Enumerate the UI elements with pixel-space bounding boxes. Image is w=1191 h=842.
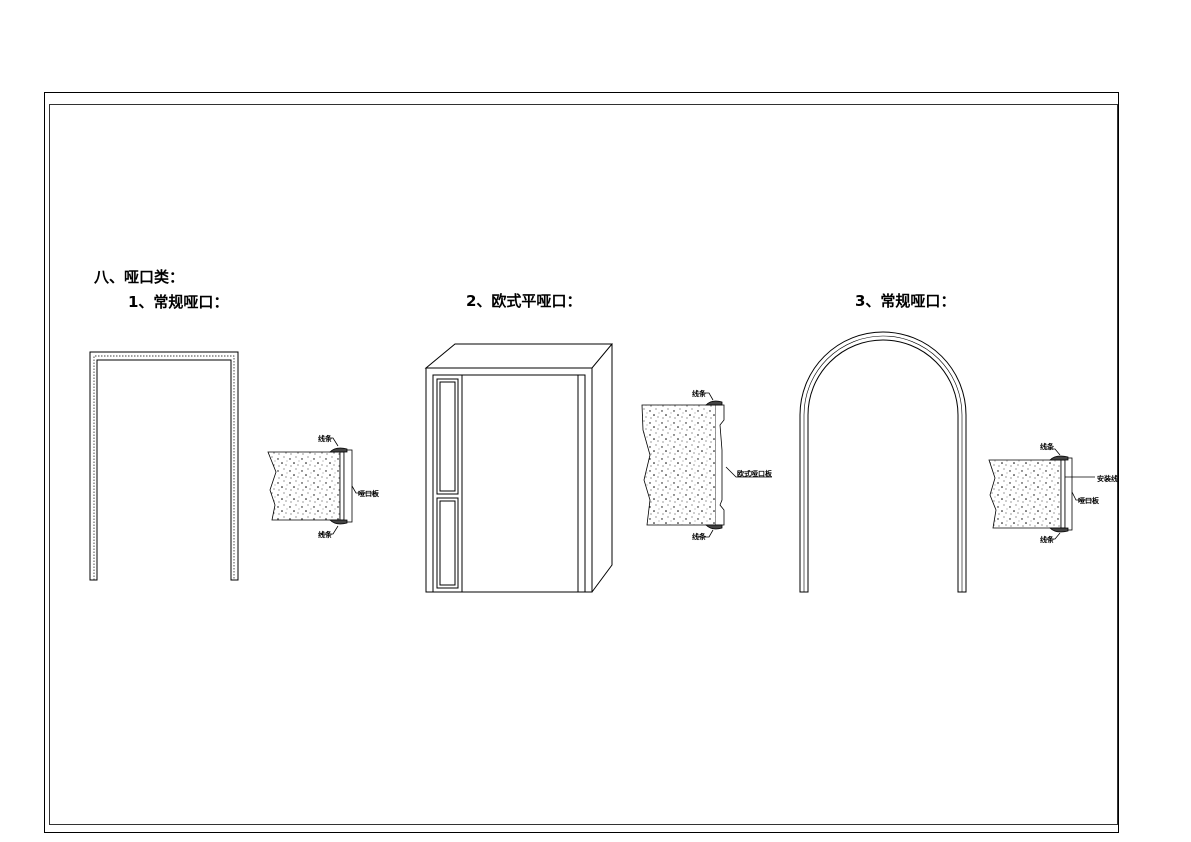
regular-doorway-elevation xyxy=(89,351,239,581)
label-trim-bottom-1: 线条 xyxy=(318,531,332,539)
label-trim-bottom-3: 线条 xyxy=(1040,536,1054,544)
sheet-border xyxy=(44,92,1119,833)
regular-doorway-section xyxy=(267,437,378,535)
section-title: 八、哑口类： xyxy=(94,268,185,286)
label-trim-bottom-2: 线条 xyxy=(692,533,706,541)
item-1-title: 1、常规哑口： xyxy=(128,293,229,311)
label-panel-2: 欧式哑口板 xyxy=(737,470,772,478)
european-doorway-elevation xyxy=(424,343,614,593)
label-panel-1: 哑口板 xyxy=(358,490,379,498)
label-trim-top-3: 线条 xyxy=(1040,443,1054,451)
arched-doorway-elevation xyxy=(799,331,967,593)
label-panel-3: 哑口板 xyxy=(1078,497,1099,505)
item-3-title: 3、常规哑口： xyxy=(855,292,956,310)
european-doorway-section xyxy=(641,392,772,538)
arched-doorway-section xyxy=(988,448,1095,540)
label-trim-top-1: 线条 xyxy=(318,435,332,443)
label-install-line-3: 安装线 xyxy=(1097,475,1118,483)
item-2-title: 2、欧式平哑口： xyxy=(466,292,582,310)
label-trim-top-2: 线条 xyxy=(692,390,706,398)
